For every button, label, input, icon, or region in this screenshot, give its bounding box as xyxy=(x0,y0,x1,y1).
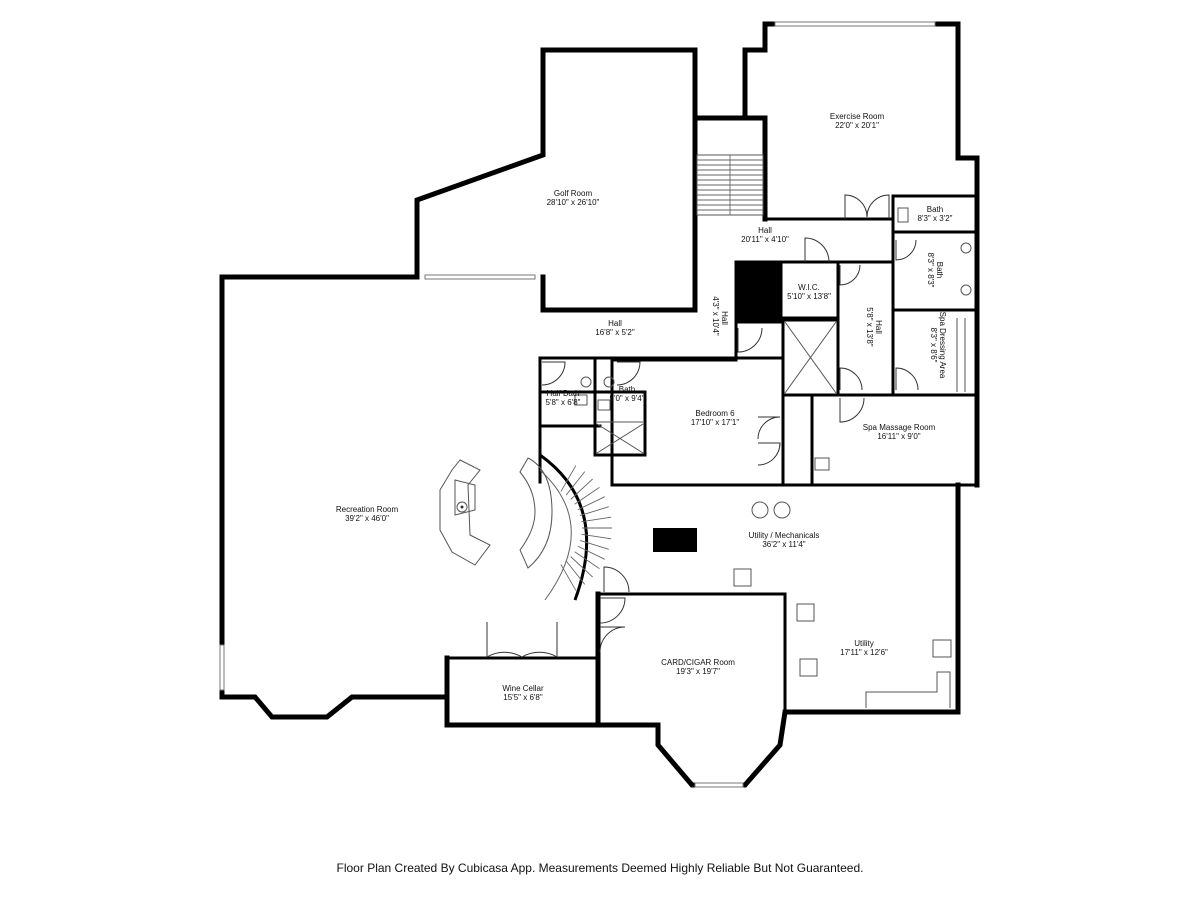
bath-small-dims: 8'3" x 3'2" xyxy=(918,214,953,223)
fixtures xyxy=(439,207,972,708)
spa-massage-name: Spa Massage Room xyxy=(863,423,936,432)
bedroom-6-dims: 17'10" x 17'1" xyxy=(691,418,739,427)
wic-name: W.I.C. xyxy=(798,283,820,292)
bath-side-name: Bath xyxy=(935,262,944,278)
hall-golf-name: Hall xyxy=(608,319,622,328)
exercise-room-dims: 22'0" x 20'1" xyxy=(835,121,879,130)
bedroom-6-name: Bedroom 6 xyxy=(695,409,735,418)
recreation-room-name: Recreation Room xyxy=(336,505,399,514)
wic-dims: 5'10" x 13'8" xyxy=(787,292,831,301)
hall-vertical-dims: 4'3" x 10'4" xyxy=(711,296,720,336)
half-bath-dims: 5'8" x 6'8" xyxy=(546,398,581,407)
card-cigar-dims: 19'3" x 19'7" xyxy=(676,667,720,676)
utility-name: Utility xyxy=(854,639,874,648)
card-cigar-name: CARD/CIGAR Room xyxy=(661,658,735,667)
wine-cellar-name: Wine Cellar xyxy=(502,684,544,693)
hall-upper-dims: 20'11" x 4'10" xyxy=(741,235,789,244)
bath-small-name: Bath xyxy=(927,205,943,214)
spa-dressing-name: Spa Dressing Area xyxy=(938,312,947,379)
exercise-room-name: Exercise Room xyxy=(830,112,885,121)
golf-room-name: Golf Room xyxy=(554,189,593,198)
wine-cellar-dims: 15'5" x 6'8" xyxy=(503,693,543,702)
hall-mid-name: Hall xyxy=(874,320,883,334)
recreation-room-dims: 39'2" x 46'0" xyxy=(345,514,389,523)
room-labels: Golf Room 28'10" x 26'10" Exercise Room … xyxy=(336,112,953,702)
exterior-walls xyxy=(219,21,980,788)
spiral-staircase xyxy=(539,453,612,601)
spa-dressing-dims: 8'3" x 8'6" xyxy=(929,328,938,363)
hall-upper-name: Hall xyxy=(758,226,772,235)
utility-mechanicals-name: Utility / Mechanicals xyxy=(749,531,820,540)
windows xyxy=(219,21,936,788)
half-bath-name: Half Bath xyxy=(547,389,580,398)
spa-massage-dims: 16'11" x 9'0" xyxy=(877,432,920,441)
bath-bed-name: Bath xyxy=(619,385,635,394)
hall-vertical-name: Hall xyxy=(720,311,729,325)
stairs-upper xyxy=(696,154,764,216)
golf-room-dims: 28'10" x 26'10" xyxy=(547,198,600,207)
hall-mid-dims: 5'8" x 13'8" xyxy=(865,307,874,347)
utility-dims: 17'11" x 12'6" xyxy=(840,648,888,657)
bath-side-dims: 8'3" x 8'3" xyxy=(926,253,935,288)
bath-bed-dims: 5'0" x 9'4" xyxy=(610,394,645,403)
footer-disclaimer: Floor Plan Created By Cubicasa App. Meas… xyxy=(336,861,864,875)
utility-mechanicals-dims: 36'2" x 11'4" xyxy=(762,540,805,549)
interior-walls xyxy=(445,194,979,714)
hall-golf-dims: 16'8" x 5'2" xyxy=(595,328,635,337)
doors xyxy=(486,194,919,658)
